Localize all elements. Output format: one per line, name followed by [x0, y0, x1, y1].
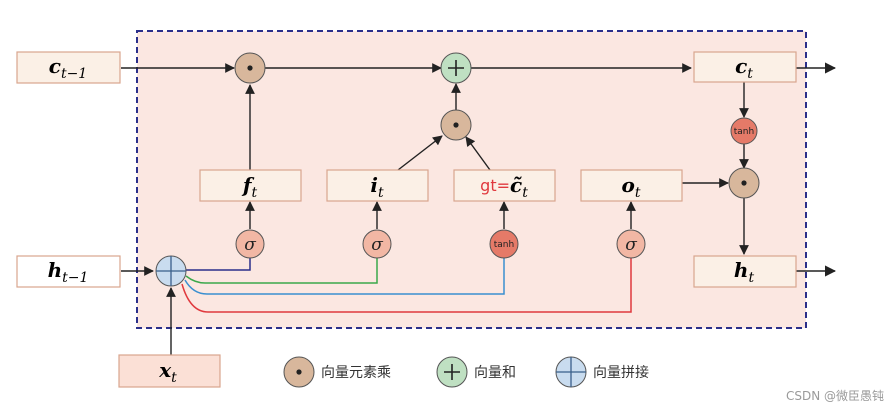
- cell-state-label: c: [735, 54, 747, 78]
- candidate-box: gt=c̃t: [453, 169, 556, 202]
- cell-state-box: ct: [693, 51, 797, 83]
- legend-label-concat: 向量拼接: [593, 364, 649, 381]
- branch-g-line: [184, 258, 505, 295]
- candidate-sub: t: [522, 185, 528, 201]
- dot-icon: [741, 180, 747, 186]
- svg-text:ct−1: ct−1: [49, 54, 87, 82]
- g-to-mult-line: [465, 136, 491, 171]
- legend-item-sum: 向量和: [436, 356, 516, 388]
- i-to-mult-line: [397, 135, 443, 171]
- sigma-f-label: σ: [244, 235, 256, 255]
- c-prev-label: c: [49, 54, 61, 78]
- svg-text:ft: ft: [241, 173, 258, 201]
- forget-gate-box: ft: [199, 169, 302, 202]
- legend-item-product: 向量元素乘: [283, 356, 391, 388]
- input-gate-sub: t: [378, 185, 384, 201]
- sum-node: [440, 52, 472, 84]
- x-box: xt: [118, 354, 221, 388]
- sigma-i-node: σ: [362, 229, 392, 259]
- forget-gate-sub: t: [251, 185, 257, 201]
- h-prev-box: ht−1: [16, 255, 121, 288]
- branch-i-line: [185, 258, 378, 284]
- sigma-o-node: σ: [616, 229, 646, 259]
- svg-text:ht−1: ht−1: [48, 258, 89, 286]
- watermark: CSDN @微臣愚钝: [786, 389, 884, 403]
- c-prev-box: ct−1: [16, 51, 121, 84]
- concat-node: [155, 255, 187, 287]
- candidate-label: c̃: [510, 173, 522, 197]
- legend-label-sum: 向量和: [474, 365, 516, 381]
- forget-multiply-node: [234, 52, 266, 84]
- c-prev-sub: t−1: [61, 66, 87, 82]
- tanh-g-node: tanh: [489, 229, 519, 259]
- concat-icon: [156, 256, 186, 286]
- x-label: x: [158, 358, 172, 382]
- legend: 向量元素乘 向量和 向量拼接: [283, 356, 649, 388]
- h-prev-sub: t−1: [62, 270, 88, 286]
- candidate-prefix: gt=: [480, 176, 510, 195]
- output-gate-label: o: [622, 173, 635, 197]
- svg-text:xt: xt: [158, 358, 177, 386]
- branch-f-line: [186, 258, 251, 271]
- cell-tanh-node: tanh: [730, 117, 758, 145]
- output-multiply-node: [728, 167, 760, 199]
- dot-icon: [453, 122, 459, 128]
- x-sub: t: [171, 370, 177, 386]
- dot-icon: [247, 65, 253, 71]
- output-gate-box: ot: [580, 169, 683, 202]
- sigma-f-node: σ: [235, 229, 265, 259]
- input-multiply-node: [440, 109, 472, 141]
- svg-text:ct: ct: [735, 54, 753, 82]
- h-prev-label: h: [48, 258, 63, 282]
- svg-text:it: it: [370, 173, 384, 201]
- hidden-state-sub: t: [748, 270, 754, 286]
- input-gate-box: it: [326, 169, 429, 202]
- legend-label-product: 向量元素乘: [321, 365, 391, 381]
- output-gate-sub: t: [635, 185, 641, 201]
- legend-item-concat: 向量拼接: [555, 356, 649, 388]
- svg-text:gt=c̃t: gt=c̃t: [480, 173, 528, 201]
- tanh-g-label: tanh: [494, 240, 514, 250]
- cell-tanh-label: tanh: [734, 127, 754, 137]
- cell-state-sub: t: [747, 66, 753, 82]
- hidden-state-label: h: [734, 258, 749, 282]
- sigma-o-label: σ: [625, 235, 637, 255]
- plus-icon: [448, 60, 464, 76]
- branch-o-line: [181, 258, 632, 313]
- sigma-i-label: σ: [371, 235, 383, 255]
- svg-text:ht: ht: [734, 258, 755, 286]
- forget-gate-label: f: [241, 173, 255, 197]
- svg-text:ot: ot: [622, 173, 641, 201]
- input-gate-label: i: [370, 173, 378, 197]
- hidden-state-box: ht: [693, 255, 797, 288]
